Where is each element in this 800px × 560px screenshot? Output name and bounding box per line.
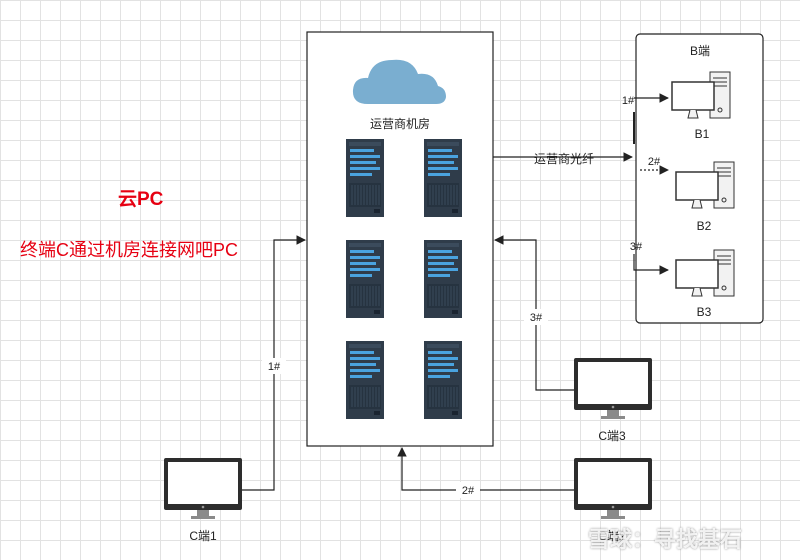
b2-link-label: 2# xyxy=(648,156,661,168)
datacenter-label: 运营商机房 xyxy=(370,116,430,131)
server-icon xyxy=(423,239,463,319)
c1-link-label: 1# xyxy=(268,361,281,373)
b3-name: B3 xyxy=(697,305,712,319)
server-icon xyxy=(345,239,385,319)
b3-link-label: 3# xyxy=(630,241,643,253)
c3-link-label: 3# xyxy=(530,312,543,324)
watermark: 雪球：寻找基石 xyxy=(588,527,743,552)
server-icon xyxy=(423,138,463,218)
c2-link xyxy=(397,447,574,491)
b1-name: B1 xyxy=(695,127,710,141)
server-icon xyxy=(423,340,463,420)
monitor-icon xyxy=(164,458,242,519)
c2-link-label: 2# xyxy=(462,485,475,497)
b1-link-label: 1# xyxy=(622,95,635,107)
server-icon xyxy=(345,340,385,420)
diagram-subtitle: 终端C通过机房连接网吧PC xyxy=(20,240,239,260)
diagram-title: 云PC xyxy=(118,189,164,210)
c3-name: C端3 xyxy=(598,429,626,443)
c2-name: C端2 xyxy=(598,529,626,543)
monitor-icon xyxy=(574,458,652,519)
fiber-label: 运营商光纤 xyxy=(534,151,594,166)
c1-name: C端1 xyxy=(189,529,217,543)
monitor-icon xyxy=(574,358,652,419)
b-group-label: B端 xyxy=(690,44,710,58)
b2-name: B2 xyxy=(697,219,712,233)
server-icon xyxy=(345,138,385,218)
cloud-icon xyxy=(352,59,446,104)
